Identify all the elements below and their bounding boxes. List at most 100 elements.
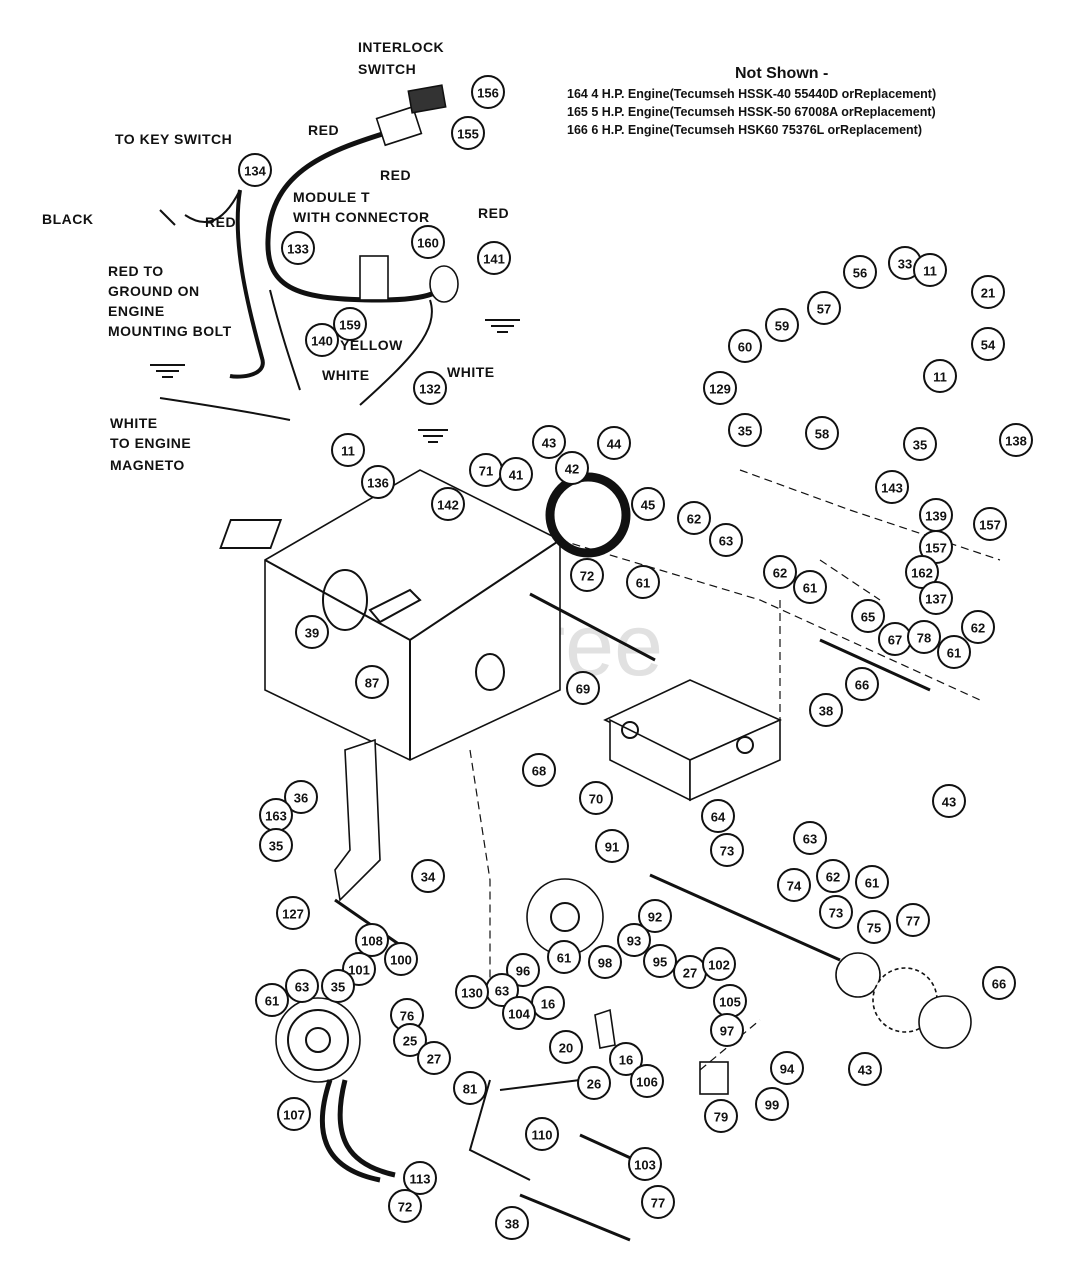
callout-number: 105 [719, 995, 741, 1010]
callout-circle [595, 829, 629, 863]
callout-54: 54 [971, 327, 1005, 361]
callout-41: 41 [499, 457, 533, 491]
callout-number: 64 [711, 810, 726, 825]
callout-number: 75 [867, 921, 881, 936]
callout-35: 35 [321, 969, 355, 1003]
callout-number: 129 [709, 382, 731, 397]
ground-symbol-module [485, 319, 520, 333]
callout-142: 142 [431, 487, 465, 521]
callout-60: 60 [728, 329, 762, 363]
callout-number: 162 [911, 566, 933, 581]
callout-circle [710, 1013, 744, 1047]
label-white: WHITE [322, 367, 370, 383]
callout-number: 63 [719, 534, 733, 549]
callout-number: 11 [341, 444, 355, 459]
callout-number: 54 [981, 338, 996, 353]
callout-number: 63 [803, 832, 817, 847]
callout-number: 63 [495, 984, 509, 999]
callout-87: 87 [355, 665, 389, 699]
callout-number: 62 [773, 566, 787, 581]
callout-number: 100 [390, 953, 412, 968]
callout-number: 136 [367, 476, 389, 491]
callout-number: 61 [865, 876, 879, 891]
callout-139: 139 [919, 498, 953, 532]
callout-number: 38 [819, 704, 833, 719]
callout-circle [355, 665, 389, 699]
gear-44 [545, 472, 631, 558]
callout-69: 69 [566, 671, 600, 705]
callout-75: 75 [857, 910, 891, 944]
callout-circle [857, 910, 891, 944]
callout-156: 156 [471, 75, 505, 109]
callout-circle [388, 1189, 422, 1223]
callout-61: 61 [937, 635, 971, 669]
callout-circle [630, 1064, 664, 1098]
callout-65: 65 [851, 599, 885, 633]
callout-number: 61 [265, 994, 279, 1009]
part-99 [699, 1061, 729, 1095]
gear-77 [835, 952, 881, 998]
callout-number: 102 [708, 958, 730, 973]
callout-99: 99 [755, 1087, 789, 1121]
callout-43: 43 [532, 425, 566, 459]
callout-number: 66 [855, 678, 869, 693]
callout-77: 77 [896, 903, 930, 937]
callout-25: 25 [393, 1023, 427, 1057]
callout-circle [361, 465, 395, 499]
not-shown-note: Not Shown - 164 4 H.P. Engine(Tecumseh H… [567, 65, 936, 137]
callout-63: 63 [285, 969, 319, 1003]
callout-number: 133 [287, 242, 309, 257]
callout-circle [259, 828, 293, 862]
callout-number: 61 [803, 581, 817, 596]
callout-number: 36 [294, 791, 308, 806]
callout-circle [305, 323, 339, 357]
callout-circle [577, 1066, 611, 1100]
callout-71: 71 [469, 453, 503, 487]
callout-number: 159 [339, 318, 361, 333]
callout-134: 134 [238, 153, 272, 187]
callout-140: 140 [305, 323, 339, 357]
callout-127: 127 [276, 896, 310, 930]
callout-number: 97 [720, 1024, 734, 1039]
spring-108 [334, 898, 401, 947]
callout-circle [477, 241, 511, 275]
callout-number: 74 [787, 879, 802, 894]
callout-circle [704, 1099, 738, 1133]
callout-number: 110 [532, 1128, 553, 1143]
callout-163: 163 [259, 798, 293, 832]
callout-number: 11 [923, 264, 937, 279]
callout-66: 66 [845, 667, 879, 701]
label-red: RED [478, 205, 509, 221]
callout-circle [816, 859, 850, 893]
callout-circle [728, 413, 762, 447]
callout-circle [384, 942, 418, 976]
callout-number: 43 [942, 795, 956, 810]
callout-number: 66 [992, 977, 1006, 992]
callout-number: 73 [720, 844, 734, 859]
callout-73: 73 [710, 833, 744, 867]
callout-circle [701, 799, 735, 833]
callout-circle [793, 821, 827, 855]
callout-21: 21 [971, 275, 1005, 309]
callout-circle [777, 868, 811, 902]
callout-number: 56 [853, 266, 867, 281]
callout-number: 62 [687, 512, 701, 527]
callout-circle [453, 1071, 487, 1105]
callout-number: 139 [925, 509, 947, 524]
callout-circle [763, 555, 797, 589]
callout-circle [999, 423, 1033, 457]
callout-number: 140 [311, 334, 333, 349]
callout-number: 77 [906, 914, 920, 929]
gear-77b [918, 995, 972, 1049]
callout-70: 70 [579, 781, 613, 815]
callout-number: 91 [605, 840, 619, 855]
callout-number: 93 [627, 934, 641, 949]
sub-frame [603, 679, 782, 802]
callout-number: 68 [532, 764, 546, 779]
callout-circle [845, 667, 879, 701]
callout-105: 105 [713, 984, 747, 1018]
callout-94: 94 [770, 1051, 804, 1085]
callout-number: 27 [683, 966, 697, 981]
not-shown-heading: Not Shown - [735, 65, 828, 82]
